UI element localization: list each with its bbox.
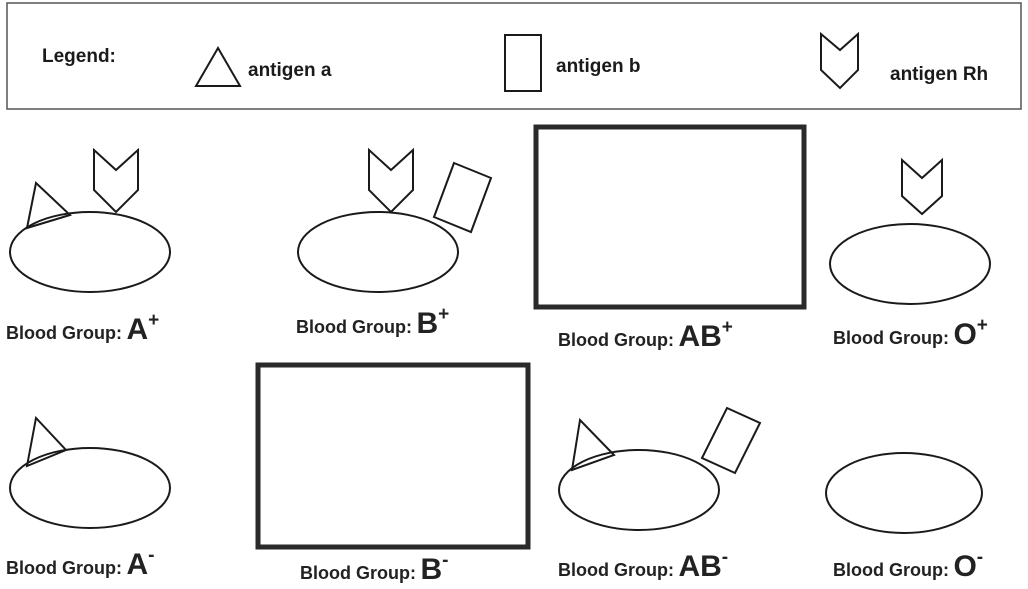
legend-label-antigen-b: antigen b: [556, 56, 640, 78]
legend-box: [7, 3, 1021, 109]
caption-b-pos: Blood Group: B+: [296, 307, 449, 341]
caption-group: O: [953, 318, 976, 351]
answer-box-ab-pos[interactable]: [536, 127, 804, 307]
legend-chevron-icon: [821, 34, 858, 88]
antigen-rh-icon: [94, 150, 138, 212]
cell-body-b-pos: [298, 212, 458, 292]
caption-prefix: Blood Group:: [296, 317, 412, 337]
cell-body-ab-neg: [559, 450, 719, 530]
caption-group: B: [416, 307, 438, 340]
caption-group: B: [420, 553, 442, 586]
antigen-a-icon: [27, 183, 70, 228]
caption-sign: -: [722, 547, 728, 568]
cell-body-o-neg: [826, 453, 982, 533]
antigen-rh-icon: [902, 160, 942, 214]
caption-prefix: Blood Group:: [6, 323, 122, 343]
caption-sign: +: [148, 310, 159, 331]
caption-sign: +: [977, 315, 988, 336]
legend-label-antigen-rh: antigen Rh: [890, 64, 988, 86]
caption-ab-neg: Blood Group: AB-: [558, 550, 728, 584]
caption-prefix: Blood Group:: [833, 560, 949, 580]
caption-group: AB: [678, 550, 721, 583]
caption-sign: -: [148, 545, 154, 566]
caption-o-pos: Blood Group: O+: [833, 318, 988, 352]
caption-group: A: [126, 548, 148, 581]
caption-a-pos: Blood Group: A+: [6, 313, 159, 347]
cell-body-a-neg: [10, 448, 170, 528]
legend-title: Legend:: [42, 46, 116, 68]
caption-sign: +: [722, 317, 733, 338]
cell-body-o-pos: [830, 224, 990, 304]
caption-a-neg: Blood Group: A-: [6, 548, 154, 582]
caption-prefix: Blood Group:: [6, 558, 122, 578]
caption-b-neg: Blood Group: B-: [300, 553, 448, 587]
legend-rectangle-icon: [505, 35, 541, 91]
antigen-b-icon: [434, 163, 491, 232]
caption-sign: -: [442, 550, 448, 571]
caption-prefix: Blood Group:: [833, 328, 949, 348]
antigen-a-icon: [27, 418, 66, 466]
legend-label-antigen-a: antigen a: [248, 60, 331, 82]
caption-sign: -: [977, 547, 983, 568]
caption-ab-pos: Blood Group: AB+: [558, 320, 733, 354]
cell-body-a-pos: [10, 212, 170, 292]
answer-box-b-neg[interactable]: [258, 365, 528, 547]
antigen-a-icon: [572, 420, 614, 470]
caption-group: O: [953, 550, 976, 583]
caption-sign: +: [438, 304, 449, 325]
caption-prefix: Blood Group:: [558, 560, 674, 580]
caption-o-neg: Blood Group: O-: [833, 550, 983, 584]
antigen-rh-icon: [369, 150, 413, 212]
caption-group: A: [126, 313, 148, 346]
antigen-b-icon: [702, 408, 760, 473]
caption-prefix: Blood Group:: [558, 330, 674, 350]
legend-triangle-icon: [196, 48, 240, 86]
caption-group: AB: [678, 320, 721, 353]
caption-prefix: Blood Group:: [300, 563, 416, 583]
